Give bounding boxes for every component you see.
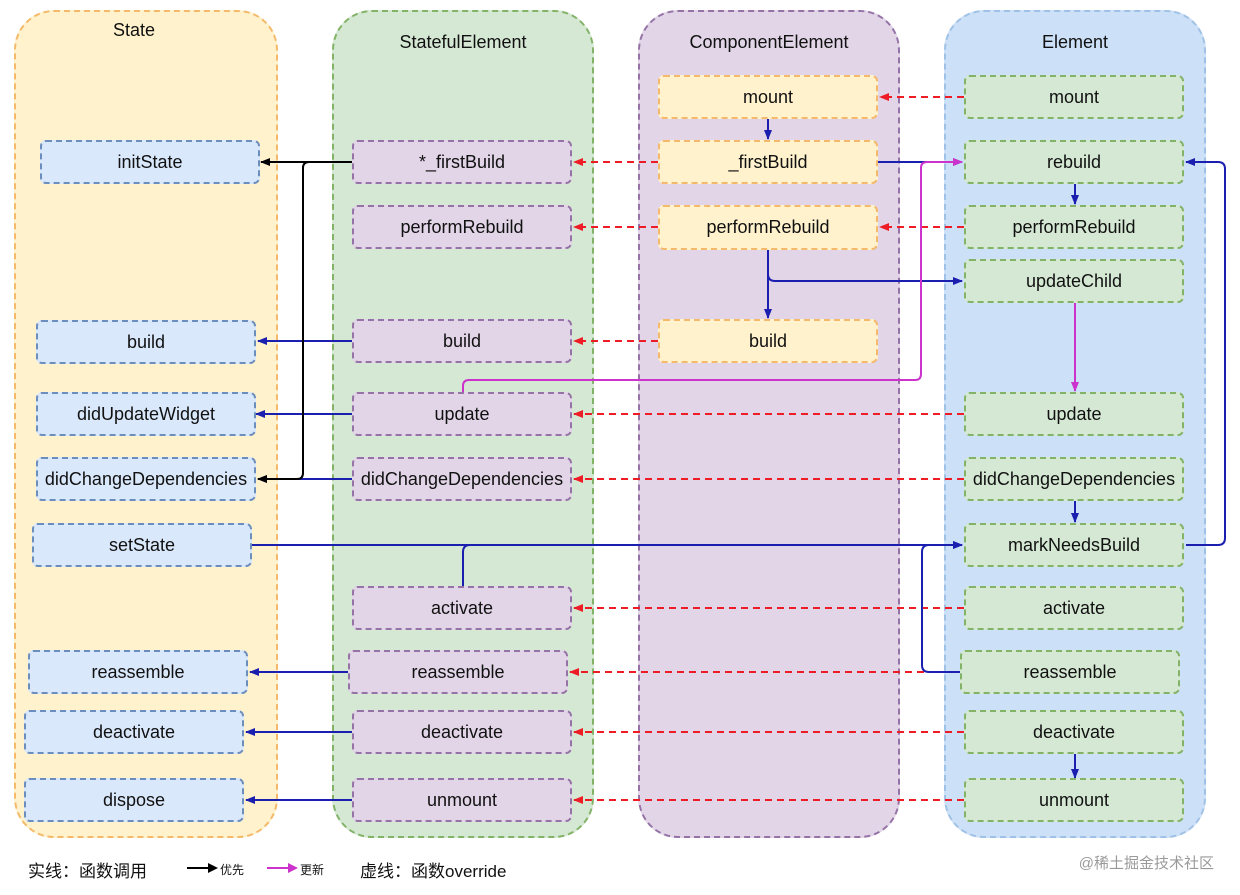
- element-reassemble-node[interactable]: reassemble: [960, 650, 1180, 694]
- legend-update-arrow-icon: [267, 863, 298, 873]
- element-update-node[interactable]: update: [964, 392, 1184, 436]
- state-didchangedependencies-node[interactable]: didChangeDependencies: [36, 457, 256, 501]
- component-firstbuild-node[interactable]: _firstBuild: [658, 140, 878, 184]
- lane-title-state: State: [112, 20, 156, 40]
- stateful-unmount-node[interactable]: unmount: [352, 778, 572, 822]
- stateful-firstbuild-node[interactable]: *_firstBuild: [352, 140, 572, 184]
- legend-priority-label: 优先: [220, 863, 245, 877]
- element-deactivate-node[interactable]: deactivate: [964, 710, 1184, 754]
- stateful-update-node[interactable]: update: [352, 392, 572, 436]
- stateful-activate-node[interactable]: activate: [352, 586, 572, 630]
- legend-update-label: 更新: [300, 863, 325, 877]
- state-didupdatewidget-node[interactable]: didUpdateWidget: [36, 392, 256, 436]
- legend-solid-label: 实线：函数调用: [28, 862, 147, 881]
- element-performrebuild-node[interactable]: performRebuild: [964, 205, 1184, 249]
- state-setstate-node[interactable]: setState: [32, 523, 252, 567]
- component-mount-node[interactable]: mount: [658, 75, 878, 119]
- element-mount-node[interactable]: mount: [964, 75, 1184, 119]
- lane-title-component-element: ComponentElement: [689, 32, 849, 52]
- stateful-reassemble-node[interactable]: reassemble: [348, 650, 568, 694]
- state-deactivate-node[interactable]: deactivate: [24, 710, 244, 754]
- stateful-performrebuild-node[interactable]: performRebuild: [352, 205, 572, 249]
- legend-priority-arrow-icon: [187, 863, 218, 873]
- watermark: @稀土掘金技术社区: [1078, 855, 1214, 872]
- component-build-node[interactable]: build: [658, 319, 878, 363]
- state-reassemble-node[interactable]: reassemble: [28, 650, 248, 694]
- element-unmount-node[interactable]: unmount: [964, 778, 1184, 822]
- legend-dashed-label: 虚线：函数override: [360, 862, 507, 881]
- element-rebuild-node[interactable]: rebuild: [964, 140, 1184, 184]
- state-initstate-node[interactable]: initState: [40, 140, 260, 184]
- state-dispose-node[interactable]: dispose: [24, 778, 244, 822]
- lane-component-element: [638, 10, 900, 838]
- component-performrebuild-node[interactable]: performRebuild: [658, 205, 878, 250]
- element-activate-node[interactable]: activate: [964, 586, 1184, 630]
- state-build-node[interactable]: build: [36, 320, 256, 364]
- stateful-build-node[interactable]: build: [352, 319, 572, 363]
- element-updatechild-node[interactable]: updateChild: [964, 259, 1184, 303]
- stateful-deactivate-node[interactable]: deactivate: [352, 710, 572, 754]
- element-markneedsbuild-node[interactable]: markNeedsBuild: [964, 523, 1184, 567]
- lane-title-stateful-element: StatefulElement: [399, 32, 527, 52]
- element-didchangedependencies-node[interactable]: didChangeDependencies: [964, 457, 1184, 501]
- stateful-didchangedependencies-node[interactable]: didChangeDependencies: [352, 457, 572, 501]
- lane-title-element: Element: [1041, 32, 1109, 52]
